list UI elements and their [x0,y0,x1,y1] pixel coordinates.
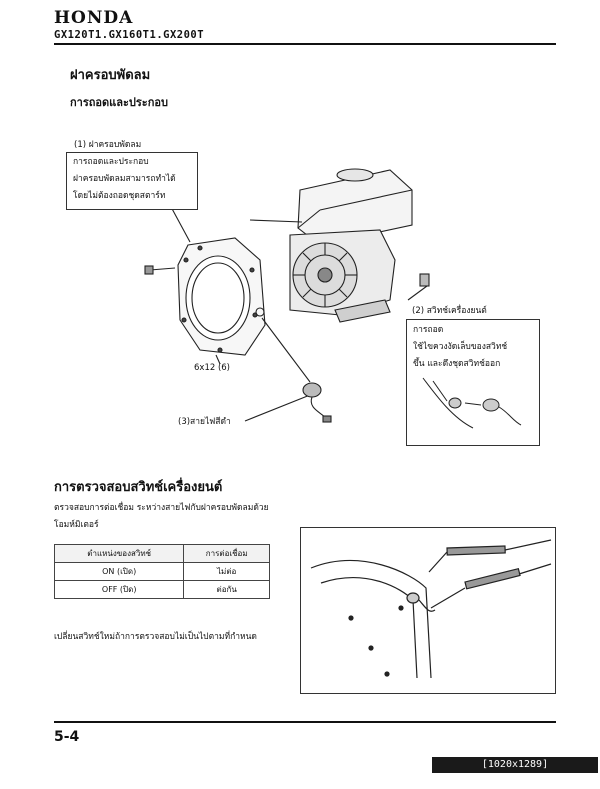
page-number: 5-4 [54,729,80,745]
bolt-spec-label: 6x12 (6) [194,363,230,373]
table-header-cell: ตำแหน่งของสวิทช์ [53,544,185,563]
fan-cover-note-box: การถอดและประกอบ ฝาครอบพัดลมสามารถทำได้ โ… [66,152,198,210]
brand-logo: HONDA [54,8,134,28]
section-title: ฝาครอบพัดลม [70,68,151,83]
table-header-row: ตำแหน่งของสวิทช์ การต่อเชื่อม [53,544,270,563]
engine-switch-note-box: การถอด ใช้ไขควงงัดเล็บของสวิทช์ ขึ้น และ… [406,319,540,446]
callout-black-wire: (3)สายไฟสีดำ [178,417,231,427]
inspection-description-line: ตรวจสอบการต่อเชื่อม ระหว่างสายไฟกับฝาครอ… [54,503,269,513]
table-cell: ON (เปิด) [53,562,185,581]
callout-fan-cover: (1) ฝาครอบพัดลม [74,140,142,150]
ohmmeter-test-illustration [300,527,556,694]
model-list: GX120T1.GX160T1.GX200T [54,29,205,41]
continuity-table: ตำแหน่งของสวิทช์ การต่อเชื่อม ON (เปิด) … [53,544,270,599]
inspection-description-line: โอมห์มิเตอร์ [54,520,99,530]
engine-switch-note-line: ขึ้น และดึงชุดสวิทช์ออก [413,359,501,369]
header-divider [54,43,556,45]
inspection-description: ตรวจสอบการต่อเชื่อม ระหว่างสายไฟกับฝาครอ… [54,500,304,534]
callout-engine-switch: (2) สวิทช์เครื่องยนต์ [412,306,487,316]
fan-cover-note-line: โดยไม่ต้องถอดชุดสตาร์ท [73,191,166,201]
engine-switch-note-line: ใช้ไขควงงัดเล็บของสวิทช์ [413,342,508,352]
fan-cover-note-line: ฝาครอบพัดลมสามารถทำได้ [73,174,176,184]
table-cell: OFF (ปิด) [53,580,185,599]
engine-switch-note-line: การถอด [413,325,444,335]
table-row: OFF (ปิด) ต่อกัน [53,580,270,599]
table-row: ON (เปิด) ไม่ต่อ [53,562,270,581]
inspection-title: การตรวจสอบสวิทช์เครื่องยนต์ [54,480,223,495]
table-header-cell: การต่อเชื่อม [183,544,270,563]
table-cell: ต่อกัน [183,580,270,599]
fan-cover-note-line: การถอดและประกอบ [73,157,149,167]
exploded-engine-diagram [144,168,430,423]
section-subtitle: การถอดและประกอบ [70,96,168,109]
footer-divider [54,721,556,723]
replace-switch-note: เปลี่ยนสวิทช์ใหม่ถ้าการตรวจสอบไม่เป็นไปต… [54,632,257,642]
table-cell: ไม่ต่อ [183,562,270,581]
watermark-banner: [1020x1289] https://upic.me/ [432,757,598,786]
switch-removal-sketch [422,377,522,429]
